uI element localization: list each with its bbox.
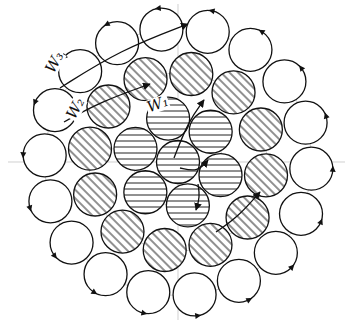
rotation-mark bbox=[317, 219, 323, 226]
wire-section bbox=[96, 20, 139, 64]
rotation-mark bbox=[141, 310, 148, 316]
wire-section bbox=[143, 229, 186, 272]
wire-section bbox=[173, 273, 216, 319]
wire-section bbox=[212, 71, 255, 114]
wire-section bbox=[50, 221, 93, 264]
wire-section bbox=[26, 180, 72, 223]
wire-section bbox=[84, 253, 127, 296]
rotation-mark bbox=[195, 313, 201, 319]
wire-section bbox=[226, 196, 269, 239]
wire-section bbox=[290, 147, 336, 190]
wire-section bbox=[170, 52, 213, 95]
rotation-mark bbox=[299, 65, 305, 72]
wire-section bbox=[20, 134, 66, 177]
rotation-mark bbox=[91, 289, 98, 295]
pitch-circle bbox=[45, 29, 312, 296]
rotation-mark bbox=[330, 166, 336, 172]
wire-section bbox=[124, 171, 167, 214]
wire-section bbox=[127, 271, 170, 316]
velocity-arrow bbox=[64, 84, 150, 122]
rotation-mark bbox=[51, 252, 57, 259]
rotation-mark bbox=[288, 265, 294, 271]
velocity-arrow bbox=[216, 192, 260, 232]
rotation-mark bbox=[209, 8, 216, 14]
wire-section bbox=[199, 154, 242, 197]
rotation-mark bbox=[20, 152, 26, 158]
wire-section bbox=[186, 8, 229, 53]
wire-section bbox=[245, 154, 288, 197]
rotation-mark bbox=[26, 205, 32, 212]
wire-section bbox=[189, 110, 232, 153]
rotation-mark bbox=[104, 20, 111, 25]
wire-section bbox=[189, 223, 232, 266]
wire-section bbox=[254, 231, 297, 274]
velocity-arrow bbox=[180, 160, 208, 170]
wire-section bbox=[239, 108, 282, 151]
wire-section bbox=[68, 127, 111, 170]
wire-section bbox=[280, 192, 323, 235]
wire-section bbox=[74, 173, 117, 216]
wire-section bbox=[263, 60, 306, 103]
velocity-arrow bbox=[196, 184, 199, 210]
wire-section bbox=[229, 28, 272, 71]
wire-section bbox=[114, 127, 157, 170]
wire-section bbox=[166, 184, 209, 227]
wire-section bbox=[217, 259, 260, 303]
velocity-arrow bbox=[60, 24, 188, 88]
velocity-arrow bbox=[174, 100, 204, 158]
rotation-mark bbox=[33, 99, 39, 106]
wire-section bbox=[101, 210, 144, 253]
rotation-mark bbox=[324, 113, 330, 120]
wire-section bbox=[284, 101, 330, 144]
rotation-mark bbox=[155, 5, 161, 11]
rotation-mark bbox=[246, 298, 253, 303]
rotation-mark bbox=[259, 30, 266, 36]
